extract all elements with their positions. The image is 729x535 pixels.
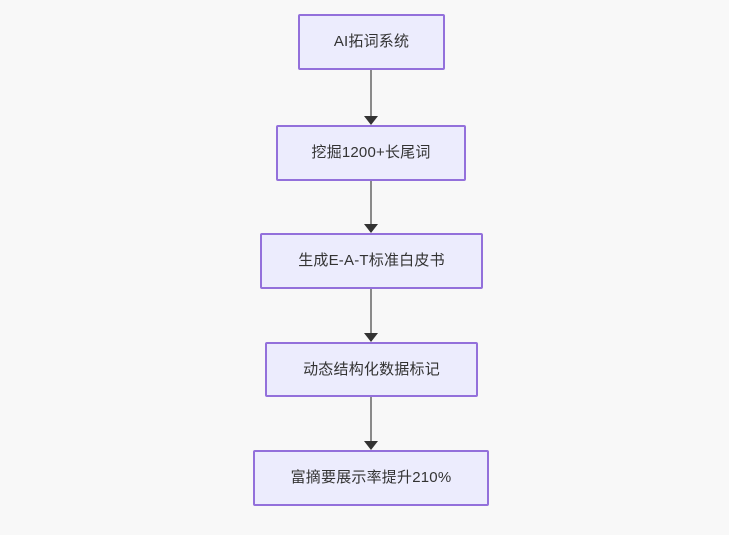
arrowhead-down-icon — [364, 333, 378, 342]
flow-node-rich-snippet-impression-lift[interactable]: 富摘要展示率提升210% — [253, 450, 489, 506]
arrowhead-down-icon — [364, 116, 378, 125]
flow-node-label: 生成E-A-T标准白皮书 — [298, 252, 445, 269]
flow-node-label: 挖掘1200+长尾词 — [311, 144, 431, 161]
flow-node-label: AI拓词系统 — [333, 33, 410, 50]
edge-line — [370, 289, 372, 334]
flow-node-label: 动态结构化数据标记 — [303, 360, 440, 378]
edge-line — [370, 397, 372, 442]
flow-edge-1-to-2 — [360, 70, 382, 125]
flow-node-mine-longtail-keywords[interactable]: 挖掘1200+长尾词 — [276, 125, 466, 181]
flow-edge-4-to-5 — [360, 397, 382, 450]
flow-node-generate-eat-whitepaper[interactable]: 生成E-A-T标准白皮书 — [260, 233, 483, 289]
arrowhead-down-icon — [364, 441, 378, 450]
flow-node-label: 富摘要展示率提升210% — [290, 469, 452, 486]
edge-line — [370, 70, 372, 117]
arrowhead-down-icon — [364, 224, 378, 233]
flow-node-ai-keyword-system[interactable]: AI拓词系统 — [298, 14, 445, 70]
flow-edge-2-to-3 — [360, 181, 382, 233]
edge-line — [370, 181, 372, 225]
flow-node-dynamic-structured-data-markup[interactable]: 动态结构化数据标记 — [265, 342, 478, 397]
flow-edge-3-to-4 — [360, 289, 382, 342]
